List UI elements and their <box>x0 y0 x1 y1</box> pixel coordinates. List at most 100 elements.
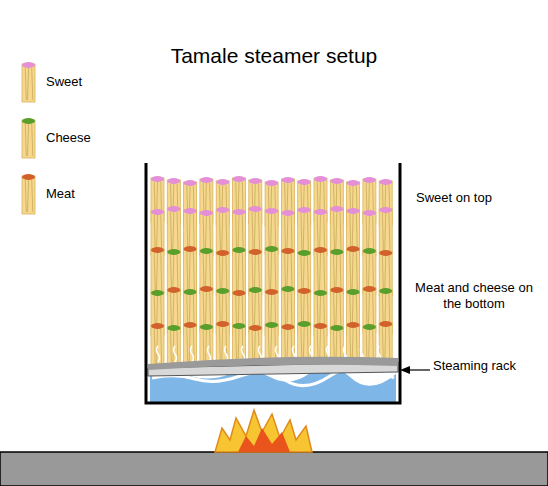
filling-top <box>347 208 360 214</box>
tamale-body <box>184 210 197 254</box>
legend-label: Sweet <box>46 74 82 89</box>
tamale-body <box>167 289 180 333</box>
filling-top <box>249 206 262 212</box>
filling-top <box>314 247 327 253</box>
tamale-body <box>363 250 376 294</box>
side-label: Sweet on top <box>416 190 492 205</box>
filling-top <box>265 208 278 214</box>
husk-stripe <box>177 293 178 331</box>
legend-item: Meat <box>14 172 134 216</box>
husk-stripe <box>219 327 220 365</box>
husk-stripe <box>324 253 325 291</box>
husk-stripe <box>291 216 292 254</box>
husk-stripe <box>236 253 237 291</box>
tamale-body <box>314 249 327 293</box>
side-label: Steaming rack <box>433 358 516 373</box>
husk-stripe <box>187 252 188 290</box>
legend-swatch <box>14 172 44 216</box>
filling-top <box>330 178 343 184</box>
filling-top <box>314 323 327 329</box>
husk-stripe <box>28 124 29 156</box>
filling-top <box>200 177 213 183</box>
side-label: Meat and cheese on the bottom <box>408 280 540 312</box>
husk-stripe <box>271 252 272 290</box>
husk-stripe <box>291 292 292 330</box>
husk-stripe <box>171 212 172 250</box>
husk-stripe <box>389 213 390 251</box>
filling-top <box>200 210 213 216</box>
husk-stripe <box>301 213 302 251</box>
legend-swatch <box>14 116 44 160</box>
husk-stripe <box>173 212 174 250</box>
steam-wisp <box>174 346 177 362</box>
filling-top <box>151 176 164 182</box>
tamale-body <box>281 250 294 294</box>
tamale-body <box>363 212 376 256</box>
husk-stripe <box>382 213 383 251</box>
rack-shadow <box>148 357 398 370</box>
filling-top <box>265 180 278 186</box>
husk-stripe <box>336 212 337 250</box>
tamale-body <box>298 252 311 296</box>
diagram-title: Tamale steamer setup <box>0 44 548 68</box>
husk-stripe <box>303 213 304 251</box>
husk-stripe <box>25 68 26 100</box>
husk-stripe <box>193 214 194 252</box>
husk-stripe <box>189 328 190 366</box>
filling-top <box>233 290 246 296</box>
filling-top <box>330 325 343 331</box>
filling-top <box>281 324 294 330</box>
tamale-body <box>167 251 180 295</box>
tamale-body <box>281 288 294 332</box>
tamale-body <box>347 248 360 292</box>
tamale-body <box>379 252 392 296</box>
husk-stripe <box>373 216 374 254</box>
filling-top <box>216 207 229 213</box>
filling-top <box>281 286 294 292</box>
husk-stripe <box>252 212 253 250</box>
filling-top <box>363 324 376 330</box>
husk-stripe <box>28 68 29 100</box>
filling-top <box>379 250 392 256</box>
husk-stripe <box>334 212 335 250</box>
tamale-body <box>265 210 278 254</box>
husk-stripe <box>373 292 374 330</box>
husk-stripe <box>259 212 260 250</box>
filling-top <box>22 62 35 68</box>
filling-top <box>314 176 327 182</box>
filling-top <box>281 177 294 183</box>
filling-top <box>330 287 343 293</box>
husk-stripe <box>210 216 211 254</box>
filling-top <box>379 207 392 213</box>
tamale-body <box>330 208 343 252</box>
husk-stripe <box>32 124 33 156</box>
filling-top <box>363 210 376 216</box>
filling-top <box>298 250 311 256</box>
husk-stripe <box>210 292 211 330</box>
legend-item: Cheese <box>14 116 134 160</box>
filling-top <box>22 118 35 124</box>
filling-top <box>200 324 213 330</box>
husk-stripe <box>154 329 155 367</box>
legend-label: Meat <box>46 186 75 201</box>
tamale-body <box>249 289 262 333</box>
filling-top <box>347 289 360 295</box>
steam-wisp <box>191 346 194 362</box>
filling-top <box>379 321 392 327</box>
filling-top <box>216 250 229 256</box>
husk-stripe <box>157 253 158 291</box>
filling-top <box>363 177 376 183</box>
filling-top <box>22 174 35 180</box>
tamale-body <box>200 250 213 294</box>
husk-stripe <box>307 213 308 251</box>
tamale-body <box>379 209 392 253</box>
filling-top <box>233 323 246 329</box>
filling-top <box>233 176 246 182</box>
husk-stripe <box>238 253 239 291</box>
husk-stripe <box>389 256 390 294</box>
filling-top <box>216 321 229 327</box>
tamale-body <box>167 208 180 252</box>
filling-top <box>233 247 246 253</box>
husk-stripe <box>259 293 260 331</box>
